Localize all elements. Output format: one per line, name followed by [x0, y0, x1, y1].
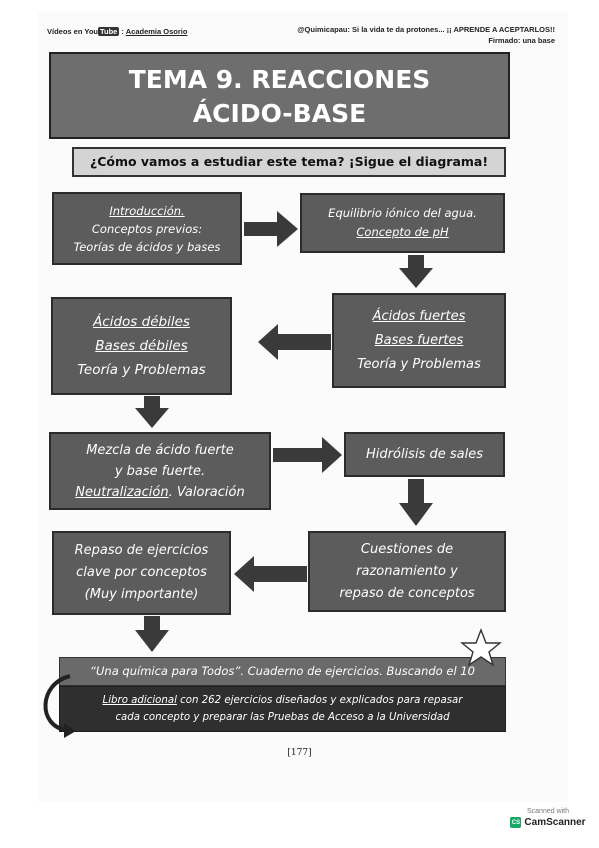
- banner-line-3: cada concepto y preparar las Pruebas de …: [115, 712, 450, 723]
- neutralizacion-label: Neutralización: [75, 484, 169, 500]
- camscanner-name: CamScanner: [524, 817, 586, 828]
- cuestiones-line-2: razonamiento y: [356, 563, 458, 579]
- header-signature: Firmado: una base: [488, 36, 555, 45]
- box-repaso-ejercicios: Repaso de ejercicios clave por conceptos…: [52, 531, 231, 615]
- header-motto: @Quimicapau: Si la vida te da protones..…: [297, 25, 555, 34]
- camscanner-brand: CS CamScanner: [509, 817, 587, 828]
- youtube-logo: Tube: [97, 27, 120, 36]
- title-line-1: TEMA 9. REACCIONES: [128, 65, 431, 94]
- box-cuestiones: Cuestiones de razonamiento y repaso de c…: [308, 531, 506, 612]
- header-right: @Quimicapau: Si la vida te da protones..…: [297, 24, 555, 46]
- box-hidrolisis: Hidrólisis de sales: [344, 432, 505, 477]
- equilibrio-line-1: Equilibrio iónico del agua.: [328, 206, 477, 220]
- repaso-line-2: clave por conceptos: [76, 565, 207, 580]
- title-line-2: ÁCIDO-BASE: [192, 99, 367, 128]
- box-equilibrio-ionico: Equilibrio iónico del agua. Concepto de …: [300, 193, 505, 253]
- channel-link[interactable]: Academia Osorio: [125, 27, 188, 36]
- curved-arrow-icon: [43, 674, 76, 738]
- arrow-right-icon: [244, 211, 298, 247]
- mezcla-line-1: Mezcla de ácido fuerte: [86, 442, 234, 458]
- book-banner-title: “Una química para Todos”. Cuaderno de ej…: [59, 657, 506, 686]
- libro-adicional-label: Libro adicional: [102, 695, 177, 706]
- hidrolisis-line-1: Hidrólisis de sales: [366, 447, 483, 462]
- repaso-line-3: (Muy importante): [84, 587, 199, 602]
- camscanner-watermark: Scanned with CS CamScanner: [509, 808, 587, 828]
- star-icon: [460, 628, 502, 667]
- box-acidos-fuertes: Ácidos fuertes Bases fuertes Teoría y Pr…: [332, 293, 506, 388]
- fuertes-line-2: Bases fuertes: [374, 332, 464, 348]
- header-videos-label: Vídeos en You: [47, 27, 98, 36]
- valoracion-label: . Valoración: [168, 484, 245, 500]
- mezcla-line-3: Neutralización. Valoración: [51, 482, 269, 503]
- cuestiones-line-1: Cuestiones de: [360, 541, 454, 557]
- subtitle: ¿Cómo vamos a estudiar este tema? ¡Sigue…: [72, 147, 506, 177]
- debiles-line-3: Teoría y Problemas: [77, 362, 206, 378]
- arrow-left-icon: [234, 556, 307, 592]
- mezcla-line-2: y base fuerte.: [114, 463, 206, 479]
- book-banner-description: Libro adicional con 262 ejercicios diseñ…: [59, 686, 506, 732]
- fuertes-line-3: Teoría y Problemas: [357, 356, 481, 372]
- page-title: TEMA 9. REACCIONES ÁCIDO-BASE: [49, 52, 510, 139]
- banner-line-2-rest: con 262 ejercicios diseñados y explicado…: [176, 695, 463, 706]
- box-acidos-debiles: Ácidos débiles Bases débiles Teoría y Pr…: [51, 297, 232, 395]
- header-separator: :: [119, 27, 126, 36]
- intro-line-1: Introducción.: [109, 203, 185, 218]
- equilibrio-line-2: Concepto de pH: [356, 225, 449, 239]
- debiles-line-2: Bases débiles: [95, 338, 188, 354]
- cuestiones-line-3: repaso de conceptos: [339, 585, 475, 601]
- banner-line-2: Libro adicional con 262 ejercicios diseñ…: [60, 692, 505, 709]
- arrow-down-icon: [135, 616, 169, 652]
- arrow-left-icon: [258, 324, 331, 360]
- repaso-line-1: Repaso de ejercicios: [74, 543, 209, 558]
- arrow-down-icon: [399, 255, 433, 288]
- debiles-line-1: Ácidos débiles: [93, 314, 190, 330]
- intro-line-2: Conceptos previos:: [91, 221, 203, 236]
- fuertes-line-1: Ácidos fuertes: [372, 308, 466, 324]
- scanned-with-label: Scanned with: [526, 808, 570, 815]
- arrow-right-icon: [273, 437, 342, 473]
- camscanner-logo-icon: CS: [510, 817, 522, 828]
- intro-line-3: Teorías de ácidos y bases: [73, 239, 221, 254]
- arrow-down-icon: [399, 479, 433, 526]
- page-number: [177]: [287, 748, 312, 758]
- box-introduccion: Introducción. Conceptos previos: Teorías…: [52, 192, 242, 265]
- box-mezcla-acido-base: Mezcla de ácido fuerte y base fuerte. Ne…: [49, 432, 271, 510]
- arrow-down-icon: [135, 396, 169, 428]
